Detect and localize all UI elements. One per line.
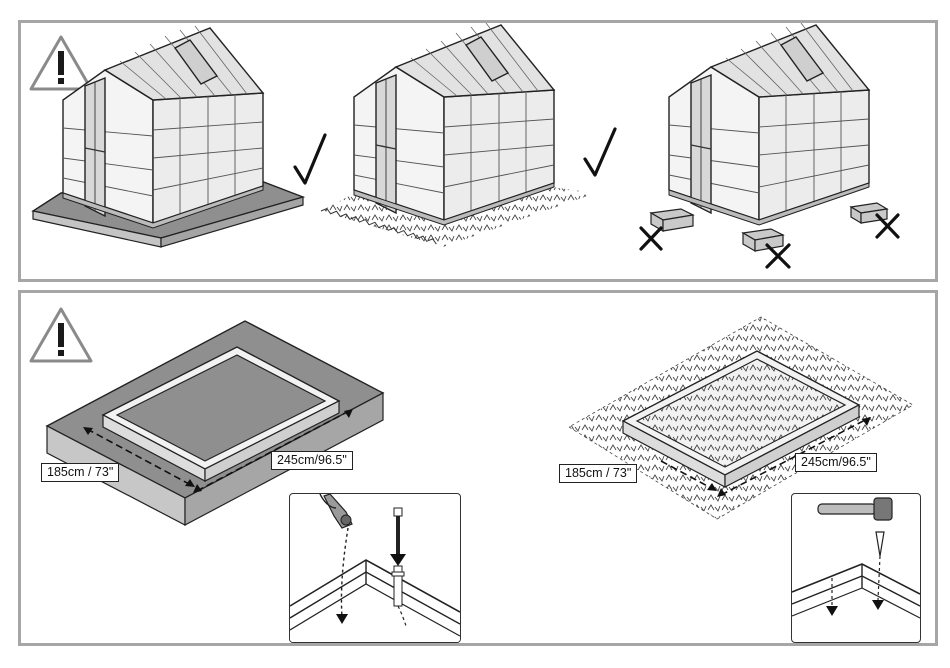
ground-anchoring-detail: [791, 493, 921, 643]
drill-icon: [320, 494, 352, 528]
cross-icon: [641, 228, 661, 249]
width-dimension-label: 185cm / 73": [559, 464, 637, 483]
concrete-anchoring-detail: [289, 493, 461, 643]
hammer-icon: [818, 498, 892, 520]
drill-and-bolt-illustration: [290, 494, 460, 642]
base-installation-panel: 185cm / 73" 245cm/96.5" 185cm / 73" 245c…: [18, 290, 938, 646]
hammer-and-stake-illustration: [792, 494, 920, 642]
length-dimension-label: 245cm/96.5": [271, 451, 353, 470]
checkmark-icon: [295, 135, 325, 183]
checkmark-icon: [585, 129, 615, 175]
length-dimension-label: 245cm/96.5": [795, 453, 877, 472]
foundation-options-illustration: [21, 23, 935, 279]
greenhouse-on-gravel-ground: [321, 23, 596, 247]
base-on-gravel-ground: [569, 317, 913, 519]
cross-icon: [767, 245, 789, 267]
ground-stake-icon: [876, 532, 884, 556]
greenhouse-on-concrete-slab: [33, 26, 303, 247]
greenhouse-on-blocks: [651, 23, 887, 251]
foundation-options-panel: [18, 20, 938, 282]
width-dimension-label: 185cm / 73": [41, 463, 119, 482]
